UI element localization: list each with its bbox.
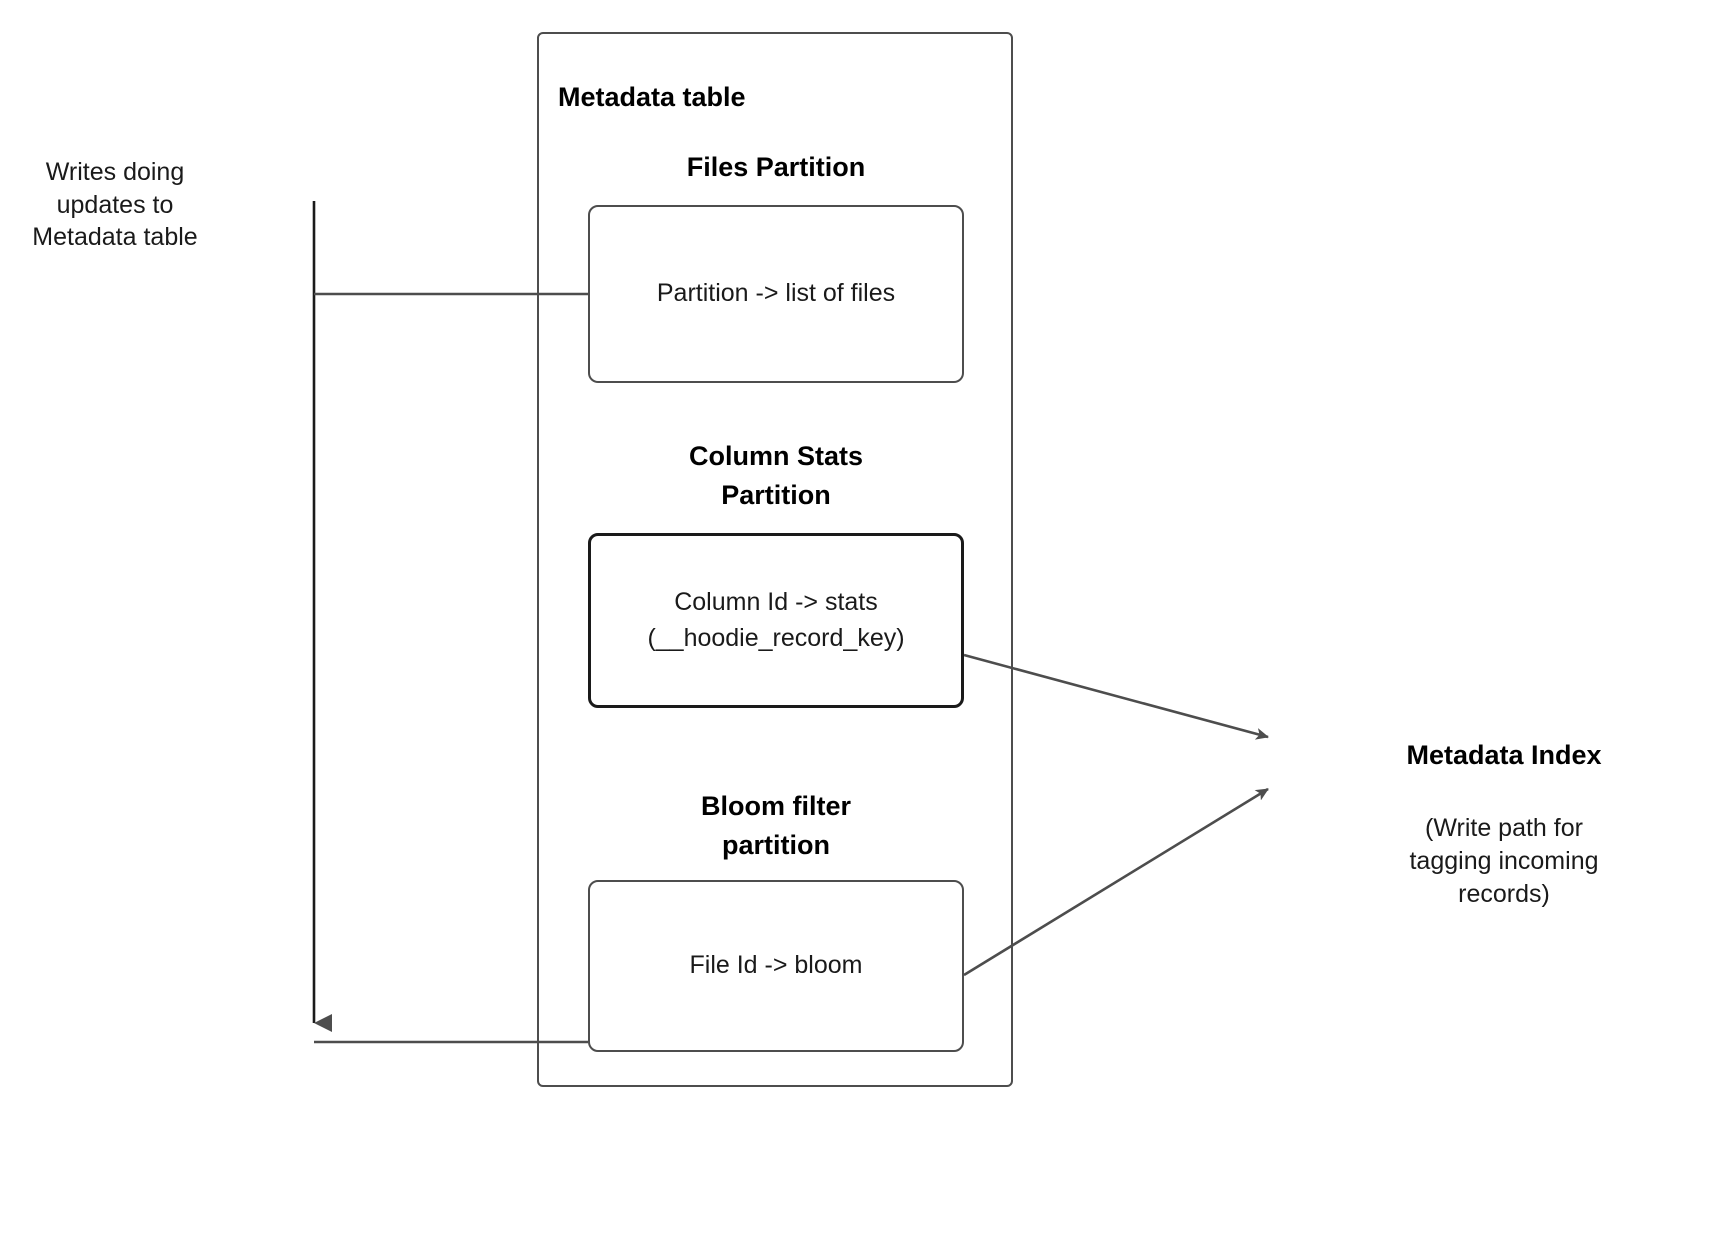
bloom-filter-partition-heading: Bloom filter partition — [700, 791, 851, 861]
bloom-partition-box[interactable]: File Id -> bloom — [588, 880, 964, 1052]
files-partition-box[interactable]: Partition -> list of files — [588, 205, 964, 383]
column-stats-box[interactable]: Column Id -> stats (__hoodie_record_key) — [588, 533, 964, 708]
metadata-index-title: Metadata Index — [1406, 740, 1602, 770]
writes-doing-updates-label: Writes doing updates to Metadata table — [32, 158, 198, 251]
metadata-index-caption: (Write path for tagging incoming records… — [1409, 814, 1599, 908]
column-stats-partition-heading: Column Stats Partition — [688, 441, 863, 511]
column-stats-box-label: Column Id -> stats (__hoodie_record_key) — [647, 588, 905, 652]
metadata-table-container — [537, 32, 1013, 1087]
files-partition-heading: Files Partition — [686, 152, 866, 182]
metadata-table-title: Metadata table — [558, 82, 746, 112]
bloom-partition-box-label: File Id -> bloom — [689, 951, 863, 980]
files-partition-box-label: Partition -> list of files — [656, 279, 896, 308]
